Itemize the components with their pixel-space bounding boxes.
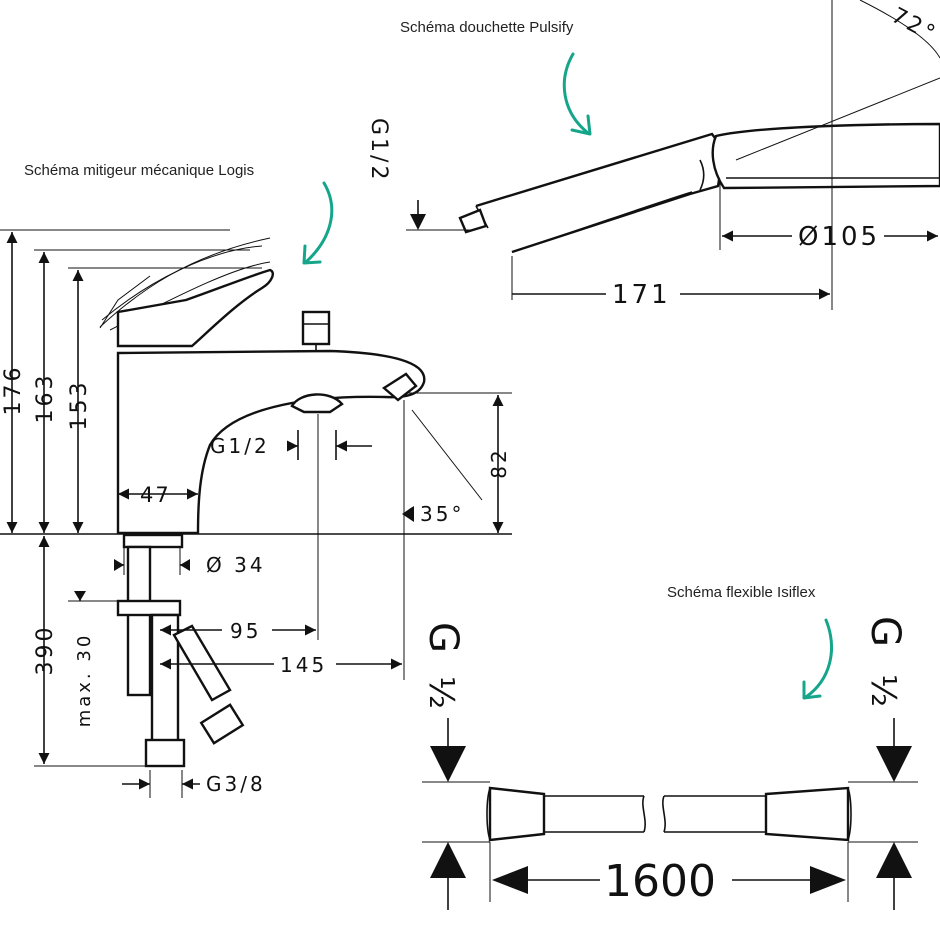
dim-hose-left-g: G: [420, 622, 466, 653]
dim-82: 82: [487, 447, 511, 478]
dim-g12-shower: G1/2: [366, 118, 391, 182]
dim-176: 176: [1, 365, 26, 416]
hose-left-nut: [488, 786, 546, 842]
shower-dimensions: G1/2 Ø105 171: [366, 118, 938, 310]
dim-153: 153: [67, 380, 92, 431]
dim-163: 163: [33, 373, 58, 424]
diverter-knob: [301, 310, 331, 346]
teal-pointer-arrow-logis: [302, 181, 334, 265]
dim-g12-mixer: G1/2: [210, 434, 270, 458]
spout-outlet: [381, 372, 418, 402]
shower-head: [711, 122, 940, 190]
dim-171: 171: [612, 280, 671, 310]
dim-hose-right-half: ½: [863, 674, 903, 707]
mounting-nut: [116, 599, 182, 617]
dim-max-30: max. 30: [74, 633, 95, 728]
caption-logis-mixer: Schéma mitigeur mécanique Logis: [24, 162, 254, 179]
hose-right-nut: [764, 786, 850, 842]
teal-pointer-arrow-pulsify: [562, 52, 592, 136]
teal-pointer-arrow-isiflex: [802, 618, 834, 700]
caption-pulsify-shower: Schéma douchette Pulsify: [400, 19, 574, 36]
dim-47: 47: [140, 483, 171, 507]
shower-drawing: 72°: [458, 0, 940, 310]
dim-d34: Ø 34: [206, 553, 266, 577]
mixer-dimensions: 176 163 153 G1/2 47 82 35°: [0, 229, 512, 798]
dim-95: 95: [230, 619, 261, 643]
dim-d105: Ø105: [798, 222, 880, 252]
mixer-drawing: [0, 237, 512, 768]
spout-aerator: [290, 393, 344, 414]
hose-dimensions: G ½ G ½ 1600: [420, 616, 918, 910]
caption-isiflex-hose: Schéma flexible Isiflex: [667, 584, 816, 601]
hose-drawing: [486, 786, 852, 842]
dim-390: 390: [33, 625, 58, 676]
mixer-lever: [116, 268, 274, 348]
dim-hose-right-g: G: [862, 616, 908, 647]
mixer-body: [116, 349, 426, 535]
dim-145: 145: [280, 653, 327, 677]
dim-g38: G3/8: [206, 772, 266, 796]
dim-1600: 1600: [604, 856, 716, 907]
dim-hose-left-half: ½: [421, 676, 461, 709]
dim-angle-35: 35°: [420, 502, 464, 526]
dim-angle-72: 72°: [887, 3, 940, 48]
